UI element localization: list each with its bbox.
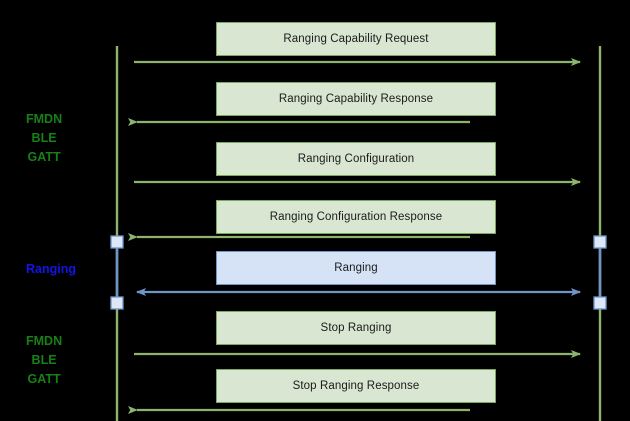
activation-right-marker-top[interactable] (593, 235, 607, 249)
msg-stop-ranging[interactable]: Stop Ranging (216, 311, 496, 345)
msg-ranging-configuration[interactable]: Ranging Configuration (216, 142, 496, 176)
msg-ranging-configuration-label: Ranging Configuration (297, 153, 415, 165)
msg-ranging-configuration-response-label: Ranging Configuration Response (269, 211, 443, 223)
msg-ranging-capability-response[interactable]: Ranging Capability Response (216, 82, 496, 116)
activation-right-marker-bottom[interactable] (593, 296, 607, 310)
lifelines-group (115, 46, 602, 421)
msg-ranging-capability-request[interactable]: Ranging Capability Request (216, 22, 496, 56)
msg-stop-ranging-label: Stop Ranging (320, 322, 392, 334)
msg-stop-ranging-response-label: Stop Ranging Response (292, 380, 420, 392)
activation-left-marker-top[interactable] (110, 235, 124, 249)
phase-fmdn-ble-gatt-bottom: FMDN BLE GATT (26, 334, 63, 386)
msg-ranging-capability-response-label: Ranging Capability Response (278, 93, 434, 105)
msg-ranging[interactable]: Ranging (216, 251, 496, 285)
phase-ranging: Ranging (26, 262, 76, 276)
phase-fmdn-ble-gatt-top: FMDN BLE GATT (26, 112, 63, 164)
msg-ranging-label: Ranging (334, 262, 378, 274)
message-arrows-group (128, 58, 581, 414)
activation-bars-group (110, 235, 607, 310)
msg-stop-ranging-response[interactable]: Stop Ranging Response (216, 369, 496, 403)
activation-left-marker-bottom[interactable] (110, 296, 124, 310)
msg-ranging-capability-request-label: Ranging Capability Request (283, 33, 429, 45)
msg-ranging-configuration-response[interactable]: Ranging Configuration Response (216, 200, 496, 234)
